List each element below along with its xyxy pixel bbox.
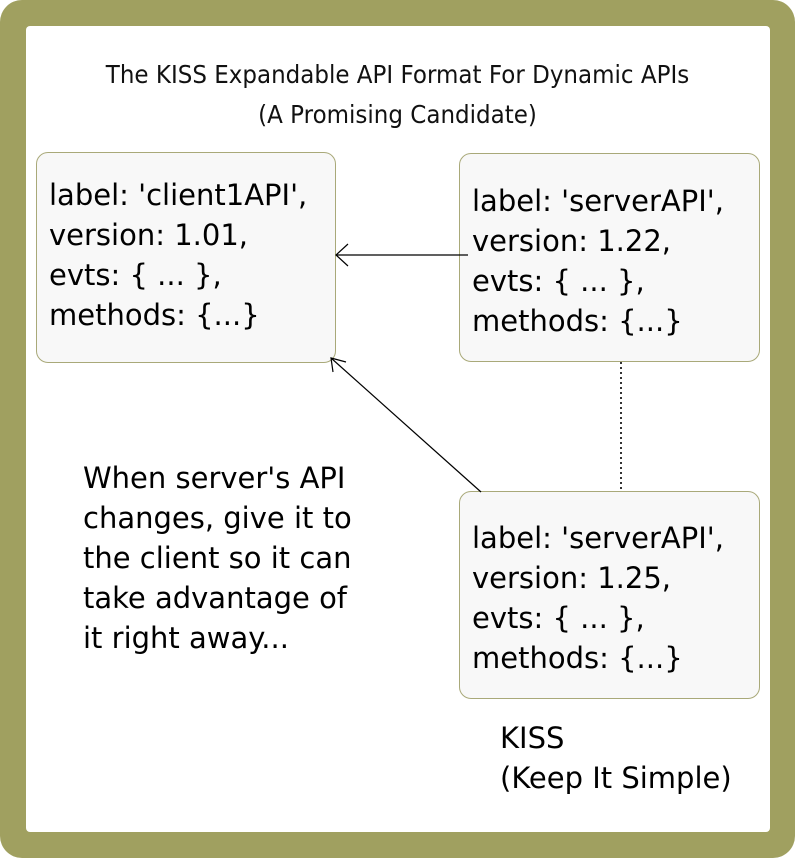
client-version-line: version: 1.01,	[49, 218, 248, 252]
client-api-box: label: 'client1API', version: 1.01, evts…	[36, 152, 336, 363]
diagram-canvas	[26, 26, 770, 832]
note-line-2: changes, give it to	[83, 501, 352, 535]
note-line-1: When server's API	[83, 461, 346, 495]
server-new-methods-line: methods: {...}	[472, 641, 683, 675]
diagram-title: The KISS Expandable API Format For Dynam…	[105, 60, 690, 89]
client-methods-line: methods: {...}	[49, 298, 260, 332]
server-api-old-box: label: 'serverAPI', version: 1.22, evts:…	[459, 153, 760, 362]
note-line-3: the client so it can	[83, 541, 352, 575]
kiss-caption: KISS	[500, 721, 565, 755]
client-label-line: label: 'client1API',	[49, 178, 308, 212]
client-evts-line: evts: { ... },	[49, 258, 222, 292]
kiss-caption-expansion: (Keep It Simple)	[500, 761, 732, 795]
server-old-methods-line: methods: {...}	[472, 304, 683, 338]
server-api-new-box: label: 'serverAPI', version: 1.25, evts:…	[459, 491, 760, 699]
diagram-subtitle: (A Promising Candidate)	[258, 100, 537, 129]
note-line-5: it right away...	[83, 621, 289, 655]
server-new-label-line: label: 'serverAPI',	[472, 521, 724, 555]
server-new-version-line: version: 1.25,	[472, 561, 671, 595]
note-line-4: take advantage of	[83, 581, 348, 615]
server-old-version-line: version: 1.22,	[472, 224, 671, 258]
server-old-evts-line: evts: { ... },	[472, 264, 645, 298]
server-new-evts-line: evts: { ... },	[472, 601, 645, 635]
server-old-label-line: label: 'serverAPI',	[472, 184, 724, 218]
